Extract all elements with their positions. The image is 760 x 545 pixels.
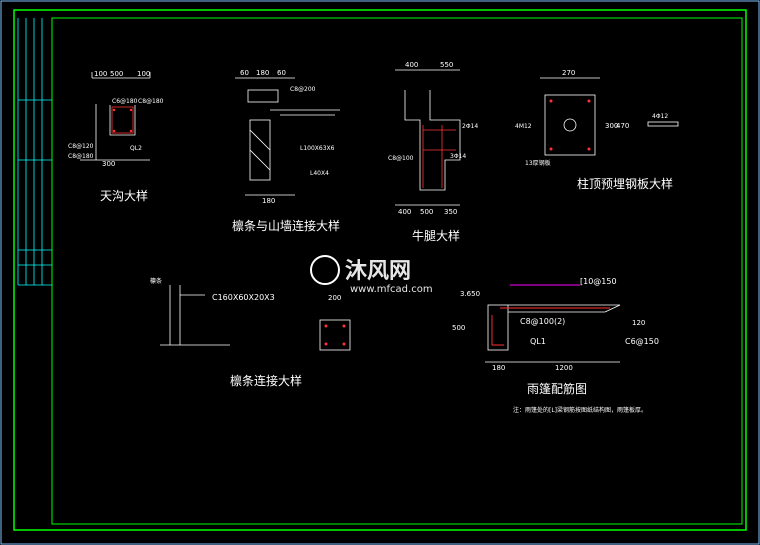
gutter-label-1: C6@180 <box>112 98 138 105</box>
canopy-label-4: C6@150 <box>625 337 659 346</box>
canopy-label-3: QL1 <box>530 337 546 346</box>
drawing-frame <box>13 9 747 531</box>
gutter-label-ql2: QL2 <box>130 145 142 152</box>
canopy-elev: 3.650 <box>460 290 480 298</box>
column-plate-rebar <box>549 99 591 151</box>
corbel-rebar <box>422 125 456 188</box>
gutter-dim-100b: 100 <box>137 70 150 78</box>
canopy-label-1: [10@150 <box>580 277 617 286</box>
canopy-note: 注：雨篷处的[L]梁钢筋按图纸结构图，雨篷板厚。 <box>513 406 647 414</box>
inner-frame <box>51 17 743 525</box>
gutter-dim-100a: 100 <box>94 70 107 78</box>
cp-label-3: 13厚钢板 <box>525 159 551 167</box>
cp-label-2: 4Φ12 <box>652 113 668 120</box>
pc-label-2: 檩条 <box>150 277 162 285</box>
purlin-conn-detail <box>160 285 230 346</box>
cp-label-1: 4M12 <box>515 123 532 130</box>
bracket-rebar <box>324 324 346 346</box>
canopy-dim-1200: 1200 <box>555 364 573 372</box>
corbel-dim-550: 550 <box>440 61 453 69</box>
pg-dim-60a: 60 <box>240 69 249 77</box>
purlin-gable-title: 檩条与山墙连接大样 <box>232 218 340 233</box>
gutter-rebar-dots <box>112 108 133 133</box>
canopy-dim-500: 500 <box>452 324 465 332</box>
corbel-dim-b400: 400 <box>398 208 411 216</box>
gutter-title: 天沟大样 <box>100 188 148 203</box>
purlin-conn-title: 檩条连接大样 <box>230 373 302 388</box>
corbel-title: 牛腿大样 <box>412 228 460 243</box>
corbel-label-1: 2Φ14 <box>462 123 478 130</box>
watermark-url: www.mfcad.com <box>350 284 433 295</box>
pc-label-1: C160X60X20X3 <box>212 293 275 302</box>
column-plate-title: 柱顶预埋钢板大样 <box>577 176 673 191</box>
pg-dim-bottom: 180 <box>262 197 275 205</box>
watermark-logo-icon <box>310 255 340 285</box>
gutter-dim-bottom: 300 <box>102 160 115 168</box>
corbel-dim-400: 400 <box>405 61 418 69</box>
gutter-label-4: C8@180 <box>68 153 94 160</box>
corbel-detail <box>395 69 461 206</box>
pg-label-3: L40X4 <box>310 170 329 177</box>
pg-dim-180: 180 <box>256 69 269 77</box>
canopy-detail <box>485 304 621 363</box>
corbel-dim-b500: 500 <box>420 208 433 216</box>
pg-label-2: L100X63X6 <box>300 145 335 152</box>
canopy-title: 雨篷配筋图 <box>527 381 587 396</box>
canopy-dim-180: 180 <box>492 364 505 372</box>
cp-dim-470: 470 <box>616 122 629 130</box>
watermark: 沐风网 www.mfcad.com <box>310 255 433 295</box>
bracket-dim-200: 200 <box>328 294 341 302</box>
cp-dim-300: 300 <box>605 122 618 130</box>
corbel-label-2: 3Φ14 <box>450 153 466 160</box>
pg-label-1: C8@200 <box>290 86 316 93</box>
canopy-label-2: C8@100(2) <box>520 317 565 326</box>
corbel-label-3: C8@100 <box>388 155 414 162</box>
cp-dim-270: 270 <box>562 69 575 77</box>
gutter-label-3: C8@120 <box>68 143 94 150</box>
pg-dim-60b: 60 <box>277 69 286 77</box>
corbel-dim-b350: 350 <box>444 208 457 216</box>
gutter-dim-500: 500 <box>110 70 123 78</box>
gutter-label-2: C8@180 <box>138 98 164 105</box>
canopy-dim-120: 120 <box>632 319 645 327</box>
purlin-gable-detail <box>235 77 340 196</box>
column-plate-detail <box>540 77 679 156</box>
watermark-brand: 沐风网 <box>345 259 411 284</box>
canopy-rebar <box>491 284 610 346</box>
bracket-detail <box>319 319 351 351</box>
gutter-detail <box>80 72 151 161</box>
title-block <box>17 18 52 286</box>
